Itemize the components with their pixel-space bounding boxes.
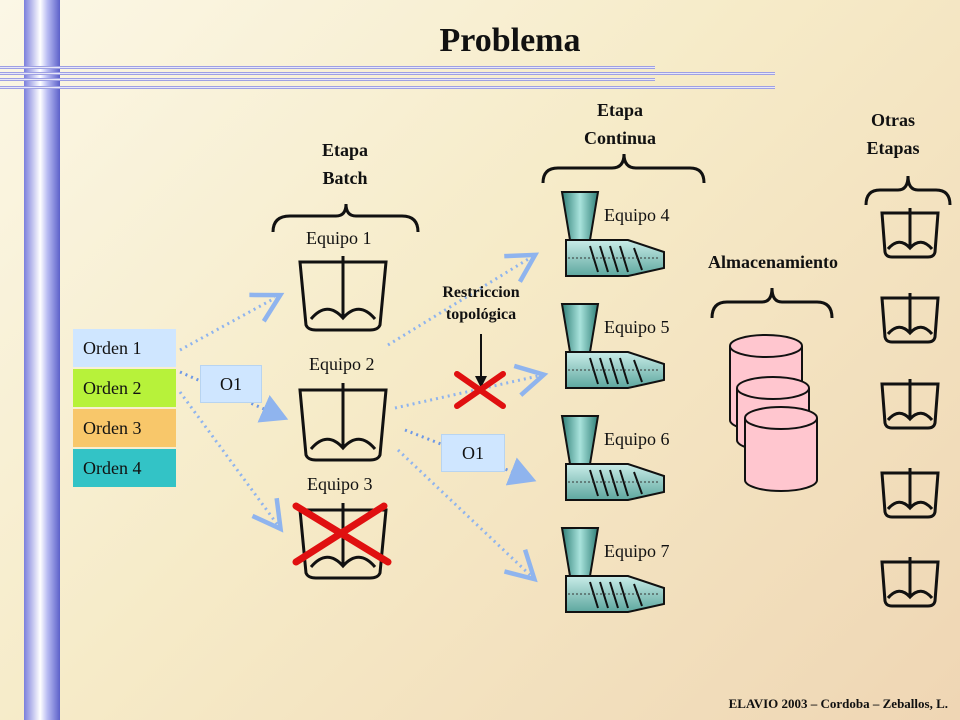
- title-rule-3: [0, 78, 655, 81]
- order-1: Orden 1: [73, 329, 176, 367]
- stage-almacenamiento-label: Almacenamiento: [708, 252, 838, 272]
- equipo-4-label: Equipo 4: [604, 205, 670, 225]
- cross-equipo-3: [292, 502, 392, 566]
- equipo-7-label: Equipo 7: [604, 541, 670, 561]
- equipo-5-label: Equipo 5: [604, 317, 670, 337]
- stage-otras-label: Otras Etapas: [866, 110, 920, 158]
- equipo-2-label: Equipo 2: [309, 354, 375, 374]
- order-3: Orden 3: [73, 409, 176, 447]
- stage-batch-label: Etapa Batch: [321, 140, 368, 188]
- stage-continua-label: Etapa Continua: [583, 100, 657, 148]
- restriction-arrow: [475, 334, 487, 388]
- continuous-units: [560, 191, 665, 613]
- vertical-bar: [24, 0, 60, 720]
- unit-equipo-4: [560, 191, 665, 277]
- batch-vessels: [298, 256, 388, 580]
- order-2: Orden 2: [73, 369, 176, 407]
- restriction-label: Restriccion topológica: [442, 284, 520, 323]
- cross-restriction: [454, 371, 506, 409]
- equipo-6-label: Equipo 6: [604, 429, 670, 449]
- brace-continua: [541, 153, 706, 184]
- brace-batch: [271, 203, 420, 233]
- o1-batch-box: O1: [200, 365, 262, 403]
- order-4: Orden 4: [73, 449, 176, 487]
- equipo-1-label: Equipo 1: [306, 228, 372, 248]
- storage-tanks: [729, 334, 818, 492]
- unit-equipo-5: [560, 303, 665, 389]
- vessel-equipo-2: [298, 383, 388, 462]
- vessel-equipo-1: [298, 256, 388, 332]
- footer-credit: ELAVIO 2003 – Cordoba – Zeballos, L.: [728, 696, 948, 711]
- otras-vessels: [880, 208, 940, 608]
- unit-equipo-6: [560, 415, 665, 501]
- brace-almacenamiento: [710, 287, 834, 319]
- brace-otras: [864, 175, 952, 206]
- title-rule-1: [0, 66, 655, 69]
- unit-equipo-7: [560, 527, 665, 613]
- equipo-3-label: Equipo 3: [307, 474, 373, 494]
- o1-continua-box: O1: [441, 434, 505, 472]
- title-rule-4: [0, 86, 775, 89]
- slide-title: Problema: [439, 22, 581, 59]
- title-rule-2: [0, 72, 775, 75]
